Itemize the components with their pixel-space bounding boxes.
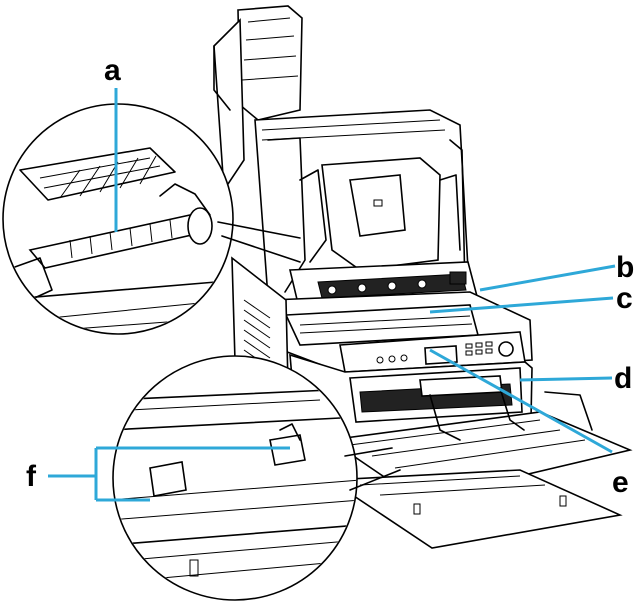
label-e: e <box>612 466 629 499</box>
callout-line-e <box>429 348 613 454</box>
callout-line-c <box>429 296 614 314</box>
callout-line-f <box>48 446 290 502</box>
printer-illustration <box>213 5 633 549</box>
label-b: b <box>616 251 634 284</box>
paper-guide-detail-inset <box>112 355 401 601</box>
label-d: d <box>614 362 632 395</box>
callout-line-b <box>479 264 616 292</box>
label-a: a <box>104 54 121 87</box>
label-c: c <box>616 282 633 315</box>
callout-line-d <box>519 376 613 382</box>
callout-lines <box>48 88 616 502</box>
label-f: f <box>26 460 37 493</box>
